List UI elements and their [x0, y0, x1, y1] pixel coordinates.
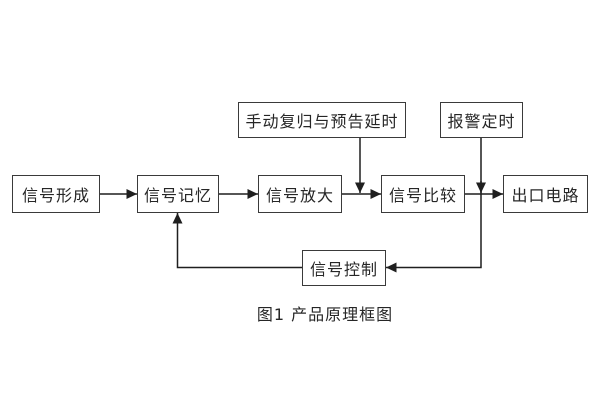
wire-control-to-memory — [172, 213, 302, 269]
box-signal-amplify: 信号放大 — [258, 175, 342, 213]
box-output-circuit-label: 出口电路 — [511, 186, 580, 205]
figure-caption: 图1 产品原理框图 — [256, 305, 394, 324]
box-manual-reset-delay-label: 手动复归与预告延时 — [245, 112, 399, 131]
box-output-circuit: 出口电路 — [503, 175, 588, 213]
box-signal-control: 信号控制 — [302, 250, 386, 286]
box-signal-amplify-label: 信号放大 — [265, 186, 334, 205]
box-manual-reset-delay: 手动复归与预告延时 — [238, 102, 406, 138]
box-signal-memory-label: 信号记忆 — [143, 186, 212, 205]
box-signal-compare-label: 信号比较 — [388, 186, 457, 205]
box-signal-memory: 信号记忆 — [137, 175, 219, 213]
box-signal-control-label: 信号控制 — [309, 260, 378, 279]
box-alarm-timing-label: 报警定时 — [447, 112, 516, 131]
box-signal-compare: 信号比较 — [381, 175, 465, 213]
box-signal-formation: 信号形成 — [12, 175, 100, 213]
box-signal-formation-label: 信号形成 — [21, 186, 90, 205]
box-alarm-timing: 报警定时 — [440, 102, 523, 138]
